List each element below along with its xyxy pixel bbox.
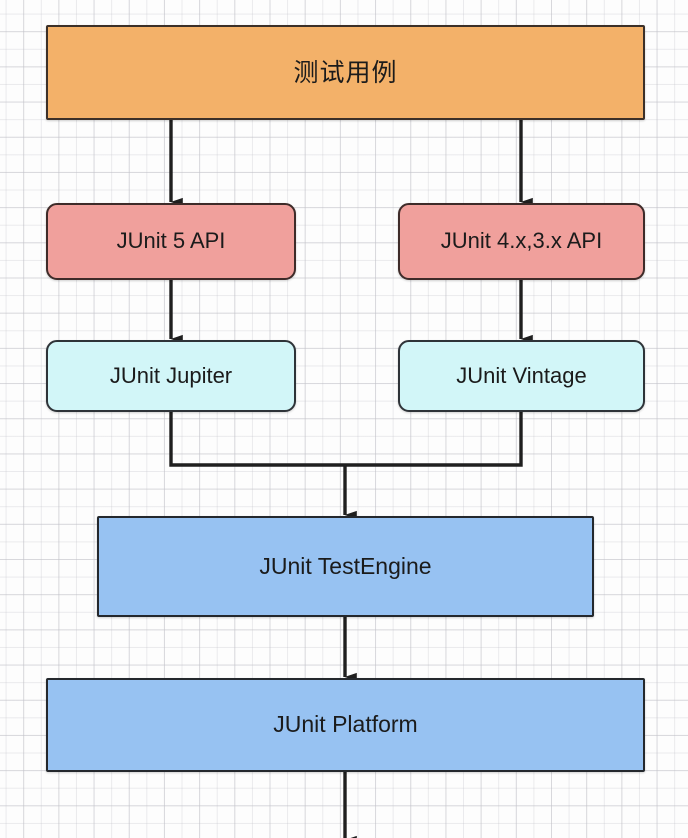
node-junit-jupiter-label: JUnit Jupiter bbox=[109, 362, 233, 388]
node-test-case[interactable]: 测试用例 bbox=[46, 25, 645, 120]
node-junit-vintage[interactable]: JUnit Vintage bbox=[398, 340, 645, 412]
node-junit5-api-label: JUnit 5 API bbox=[116, 228, 226, 254]
node-junit-testengine-label: JUnit TestEngine bbox=[259, 552, 432, 579]
node-junit-testengine[interactable]: JUnit TestEngine bbox=[97, 516, 594, 617]
node-junit4-api[interactable]: JUnit 4.x,3.x API bbox=[398, 203, 645, 280]
node-junit-vintage-label: JUnit Vintage bbox=[456, 362, 587, 388]
node-junit4-api-label: JUnit 4.x,3.x API bbox=[440, 228, 603, 254]
node-junit5-api[interactable]: JUnit 5 API bbox=[46, 203, 296, 280]
node-junit-platform[interactable]: JUnit Platform bbox=[46, 678, 645, 772]
node-junit-jupiter[interactable]: JUnit Jupiter bbox=[46, 340, 296, 412]
node-junit-platform-label: JUnit Platform bbox=[273, 711, 418, 738]
edge-merge-to-testengine bbox=[169, 412, 523, 520]
node-test-case-label: 测试用例 bbox=[293, 58, 398, 87]
